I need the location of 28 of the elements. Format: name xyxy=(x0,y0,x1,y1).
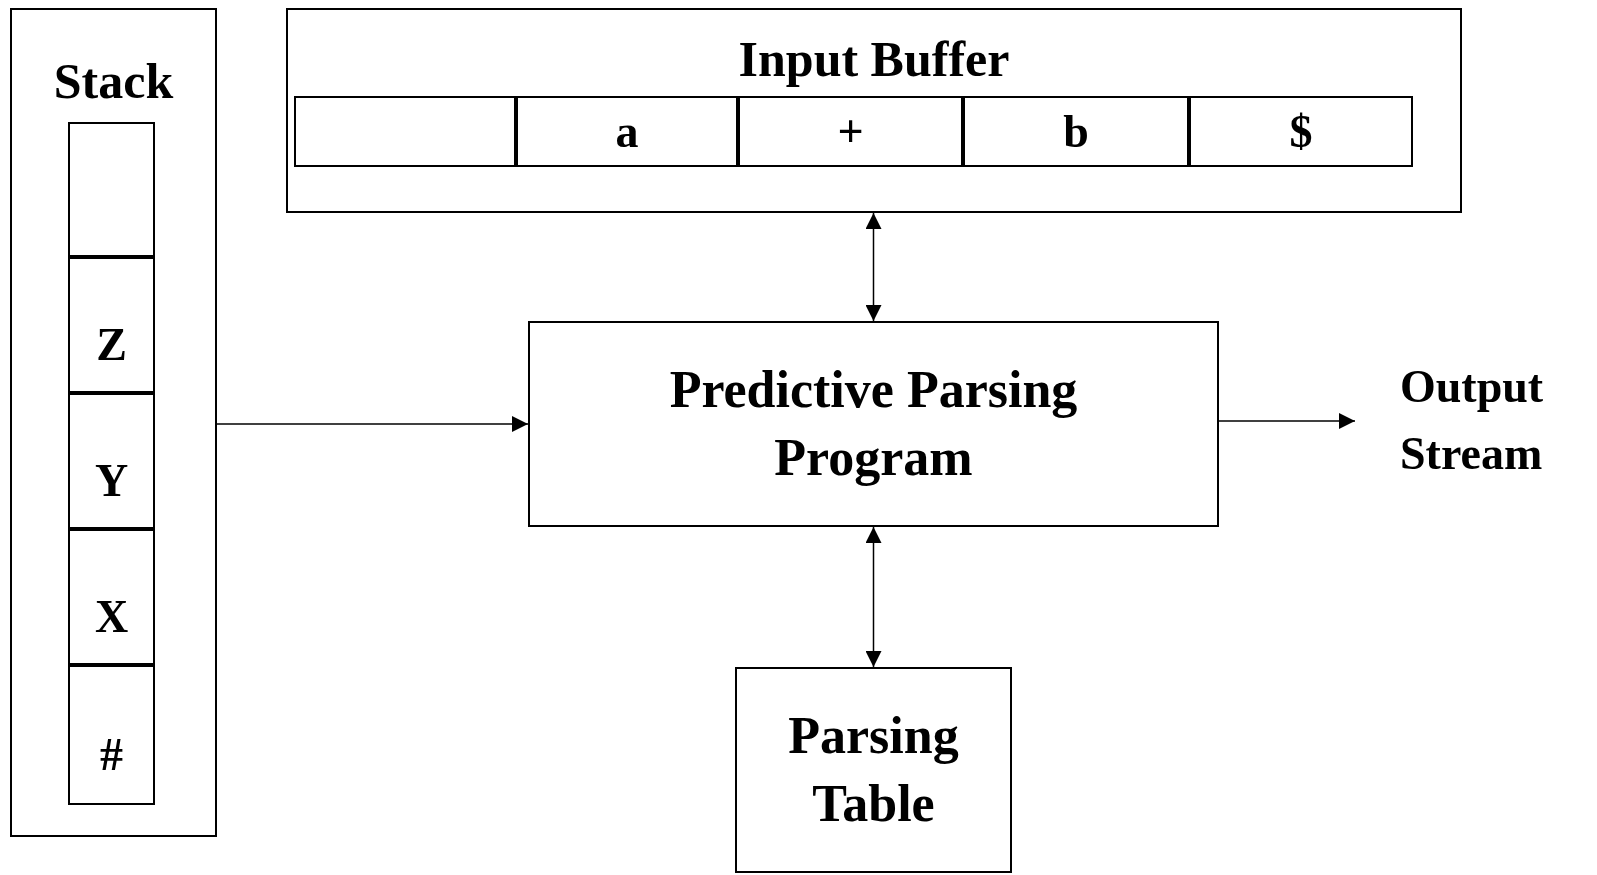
process-box xyxy=(735,667,1012,873)
stack-cell xyxy=(68,393,155,529)
stack-symbol: Y xyxy=(94,458,129,504)
process-box xyxy=(528,321,1219,527)
buffer-cell xyxy=(516,96,738,167)
stack-symbol: X xyxy=(94,594,129,640)
stack-cell xyxy=(68,665,155,805)
output-text: Output Stream xyxy=(1399,360,1545,481)
input-symbol: $ xyxy=(1289,108,1313,155)
stack-title: Stack xyxy=(52,56,175,106)
arrow xyxy=(865,212,882,322)
buffer-cell xyxy=(1189,96,1413,167)
box-label: Predictive Parsing Program xyxy=(668,360,1079,488)
arrow xyxy=(865,526,882,668)
stack-cell xyxy=(68,529,155,665)
stack-symbol: # xyxy=(100,732,123,778)
arrow xyxy=(1218,413,1356,429)
input-buffer-box xyxy=(286,8,1462,213)
input-symbol: + xyxy=(837,108,864,155)
input-symbol: b xyxy=(1063,108,1089,155)
stack-box xyxy=(10,8,217,837)
stack-cell xyxy=(68,257,155,393)
stack-symbol: Z xyxy=(96,322,127,368)
box-label: Parsing Table xyxy=(787,706,960,834)
input-symbol: a xyxy=(615,108,639,155)
buffer-cell xyxy=(963,96,1189,167)
buffer-cell xyxy=(738,96,963,167)
arrow xyxy=(216,416,529,432)
